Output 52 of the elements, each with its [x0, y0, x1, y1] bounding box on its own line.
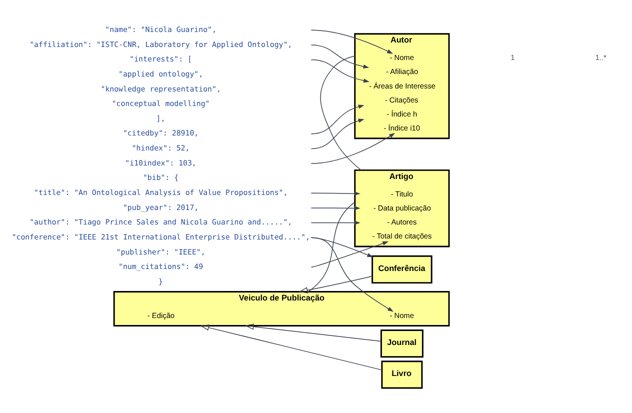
node-text: - Autores [387, 218, 417, 227]
node-text: "interests": [ [130, 54, 192, 64]
arrow [310, 30, 394, 54]
connector [320, 56, 362, 171]
node-text: - Nome [390, 311, 414, 320]
arrow [310, 104, 364, 134]
node-text: "author": "Tiago Prince Sales and Nicola Guarino and.....", [30, 218, 292, 227]
arrow [310, 237, 394, 312]
arrow [310, 118, 364, 150]
node-text: - Índice i10 [384, 124, 420, 133]
arrow [310, 220, 360, 225]
node-text: "title": "An Ontological Analysis of Value Propositions", [34, 188, 288, 198]
arrow [298, 276, 373, 294]
label: "applied ontology", [118, 69, 204, 78]
node-text: "name": "Nicola Guarino", [105, 25, 216, 34]
arrow [200, 324, 382, 370]
node-text: - Áreas de Interesse [368, 81, 436, 90]
node-text: - Data publicação [373, 204, 431, 213]
arrow [310, 206, 360, 210]
node-text: - Total de citações [372, 232, 432, 241]
label: ], [156, 114, 166, 123]
label: "publisher": "IEEE", [116, 247, 206, 256]
arrow [244, 324, 382, 342]
label: 1..* [595, 53, 606, 62]
node-text: "pub_year": 2017, [122, 202, 199, 212]
node-text: "conference": "IEEE 21st International Enterprise Distributed....", [12, 232, 310, 242]
label: "bib": { [142, 173, 179, 182]
node-text: - Nome [390, 53, 414, 62]
label: "knowledge representation", [100, 84, 221, 94]
node-text: - Edição [147, 311, 175, 320]
node-text: - Afiliação [386, 67, 418, 76]
label: "conceptual modelling" [112, 99, 210, 108]
node-text: - Índice h [386, 109, 418, 118]
node-text: "citedby": 28910, [122, 128, 199, 138]
arrow [310, 237, 374, 258]
node-box: Conferência [372, 255, 432, 284]
arrow [310, 241, 389, 268]
label: } [158, 276, 163, 286]
node-text: "affiliation": "ISTC-CNR, Laboratory for Applied Ontology", [30, 40, 292, 49]
node-box: Livro [381, 360, 423, 389]
arrow [310, 132, 396, 164]
arrow [310, 59, 370, 83]
node-text: "hindex": 52, [132, 144, 190, 153]
node-text: "i10index": 103, [125, 158, 196, 168]
node-text: - Titulo [390, 189, 414, 198]
node-box: Journal [380, 330, 424, 358]
node-text: "num_citations": 49 [118, 262, 204, 272]
arrow [310, 44, 370, 69]
arrow [310, 192, 360, 196]
connector [308, 202, 356, 292]
label: 1 [510, 53, 515, 62]
node-text: - Citações [384, 95, 418, 104]
